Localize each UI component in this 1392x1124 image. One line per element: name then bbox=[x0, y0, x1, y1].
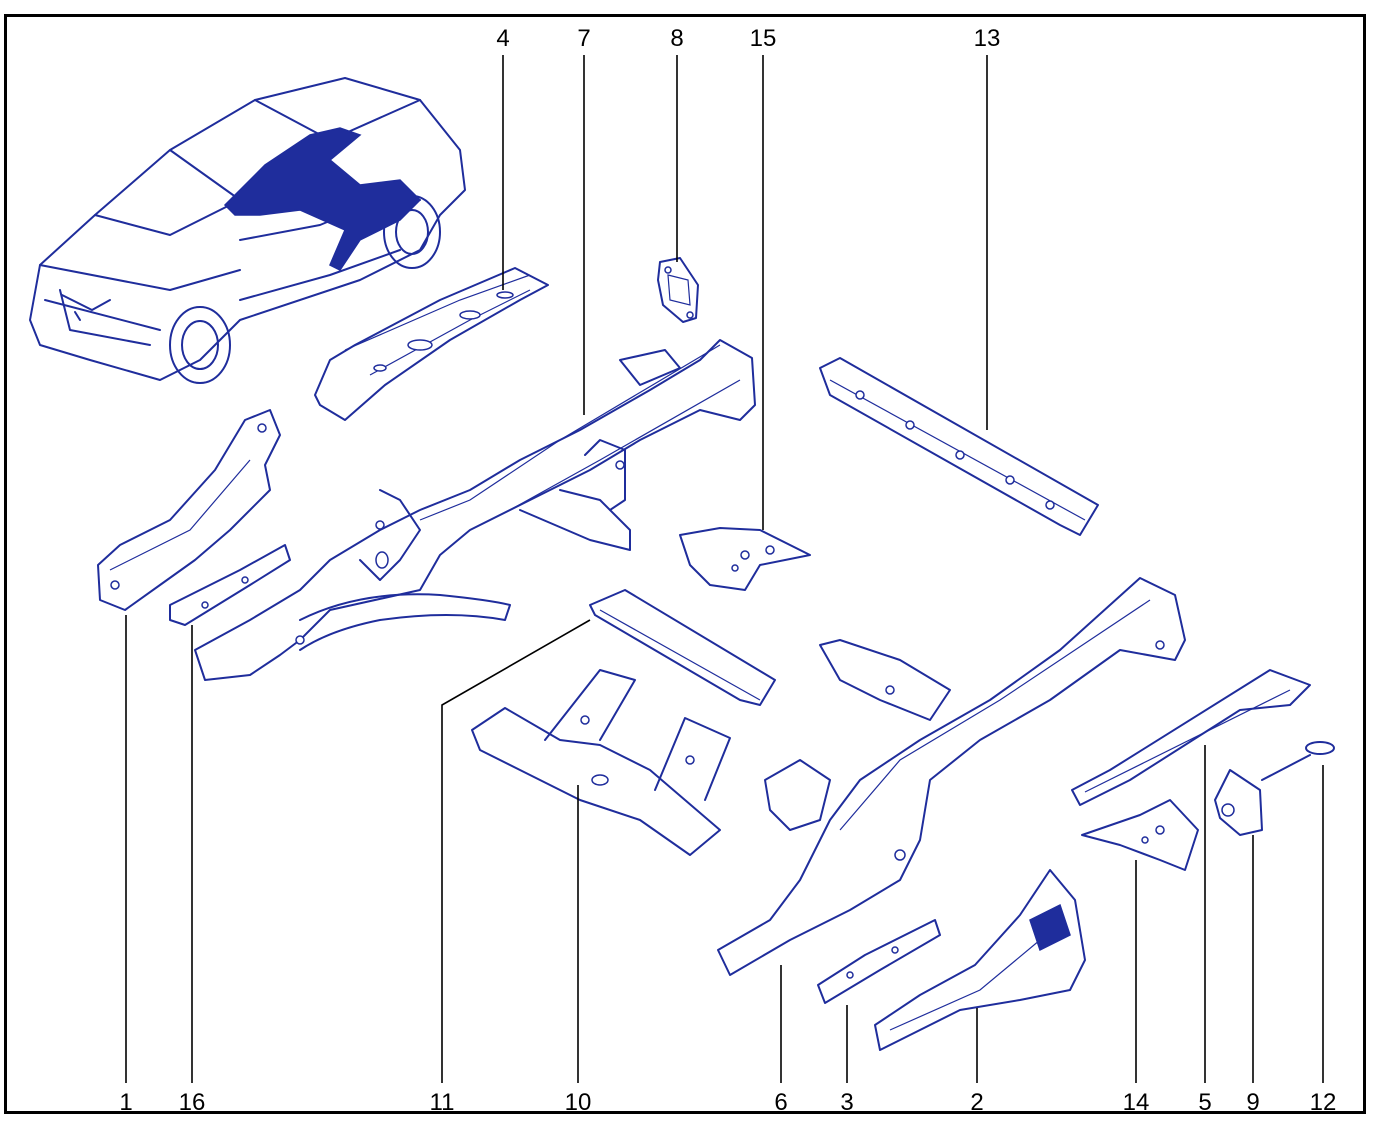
part-6-right-side-member bbox=[717, 577, 1186, 976]
callout-11: 11 bbox=[430, 1089, 455, 1116]
part-9-bracket bbox=[1214, 769, 1263, 836]
part-14-gusset bbox=[1081, 799, 1199, 871]
part-5-floor-reinforcement bbox=[1071, 669, 1311, 806]
part-7-left-side-member bbox=[194, 339, 756, 681]
callout-14: 14 bbox=[1123, 1089, 1150, 1116]
part-2-front-rail-extension bbox=[874, 869, 1086, 1051]
callout-10: 10 bbox=[565, 1089, 592, 1116]
part-16-rail-reinforcement bbox=[169, 544, 291, 626]
part-10-seat-cross-member bbox=[471, 669, 731, 856]
leader-lines bbox=[125, 55, 1324, 1083]
callout-1: 1 bbox=[119, 1089, 132, 1116]
callout-9: 9 bbox=[1246, 1089, 1259, 1116]
callout-13: 13 bbox=[974, 25, 1001, 52]
callout-7: 7 bbox=[577, 25, 590, 52]
callout-3: 3 bbox=[840, 1089, 853, 1116]
part-3-reinforcement bbox=[817, 919, 941, 1004]
callout-15: 15 bbox=[750, 25, 777, 52]
part-1-front-rail-extension bbox=[97, 409, 281, 611]
part-4-floor-reinforcement bbox=[314, 267, 549, 421]
callout-6: 6 bbox=[774, 1089, 787, 1116]
part-13-cross-member bbox=[819, 357, 1099, 536]
callout-5: 5 bbox=[1198, 1089, 1211, 1116]
callout-2: 2 bbox=[970, 1089, 983, 1116]
part-12-rod bbox=[1261, 741, 1335, 781]
part-15-gusset bbox=[679, 527, 811, 591]
diagram-frame bbox=[4, 14, 1366, 1114]
part-11-cross-member bbox=[589, 589, 776, 706]
callout-16: 16 bbox=[179, 1089, 206, 1116]
callout-12: 12 bbox=[1310, 1089, 1337, 1116]
part-8-bracket bbox=[657, 257, 699, 323]
callout-4: 4 bbox=[496, 25, 509, 52]
callout-8: 8 bbox=[670, 25, 683, 52]
callout-labels: 4 7 8 15 13 1 16 11 10 6 3 2 14 5 9 12 bbox=[119, 25, 1336, 1116]
reference-car-illustration bbox=[29, 77, 466, 384]
